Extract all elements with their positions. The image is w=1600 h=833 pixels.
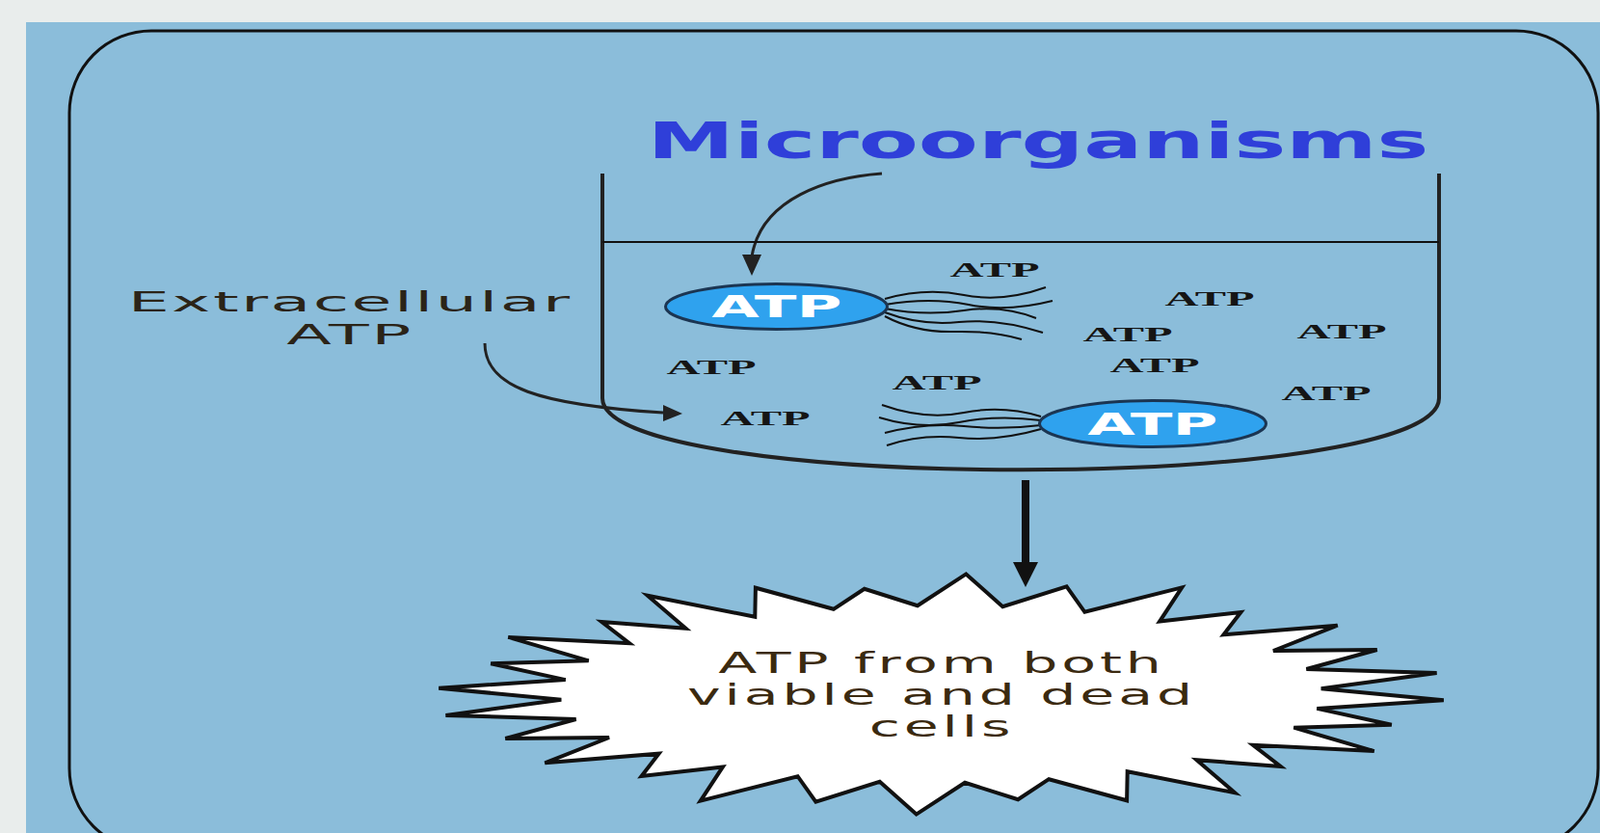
flagella-cell-one [884,287,1053,340]
atp-molecule: ATP [1082,322,1173,347]
atp-molecule: ATP [720,406,810,430]
flagellum [886,428,1041,446]
atp-molecule: ATP [1296,320,1387,344]
organism-callout: Microorganisms [647,113,1430,168]
microbial-cell: ATP [664,282,889,331]
flagellum [884,300,1053,308]
flagellum [884,312,1043,333]
flagellum [884,287,1046,299]
atp-molecule: ATP [666,355,756,379]
flagellum [879,417,1041,426]
cell-atp: ATP [711,289,842,324]
flagellum [884,308,1037,319]
atp-molecule: ATP [1164,287,1254,311]
result-starburst: ATP from both viable and dead cells [433,571,1449,817]
arrow-shaft [1021,480,1030,562]
flagella-cell-two [879,404,1041,446]
extracellular-callout: Extracellular ATP [128,286,573,352]
cell-body [666,284,888,330]
leader-arrowhead [742,254,762,276]
arrow-head [1013,561,1039,587]
leader-line [751,173,882,257]
blue-ground [26,22,1600,833]
panel-outline [69,30,1599,833]
flagellum [884,425,1041,433]
atp-molecule: ATP [1109,353,1200,377]
result-text: ATP from both viable and dead cells [659,646,1224,743]
flow-arrow [1013,480,1039,587]
starburst [438,573,1444,814]
flagellum [884,316,1022,340]
cell-atp: ATP [1087,406,1218,442]
atp-molecule: ATP [1280,381,1371,405]
atp-molecule: ATP [949,258,1040,282]
cell-body [1040,400,1267,448]
leader-arrowhead [663,404,683,422]
atp-molecule: ATP [891,371,982,395]
liquid-surface [602,240,1440,243]
leader-line [484,343,664,413]
flagellum [881,404,1041,417]
beaker-wall [602,173,1440,470]
microbial-cell: ATP [1038,399,1268,449]
beaker: ATP ATP ATP ATP ATP ATP ATP ATP ATP ATP ATP [602,173,1440,473]
